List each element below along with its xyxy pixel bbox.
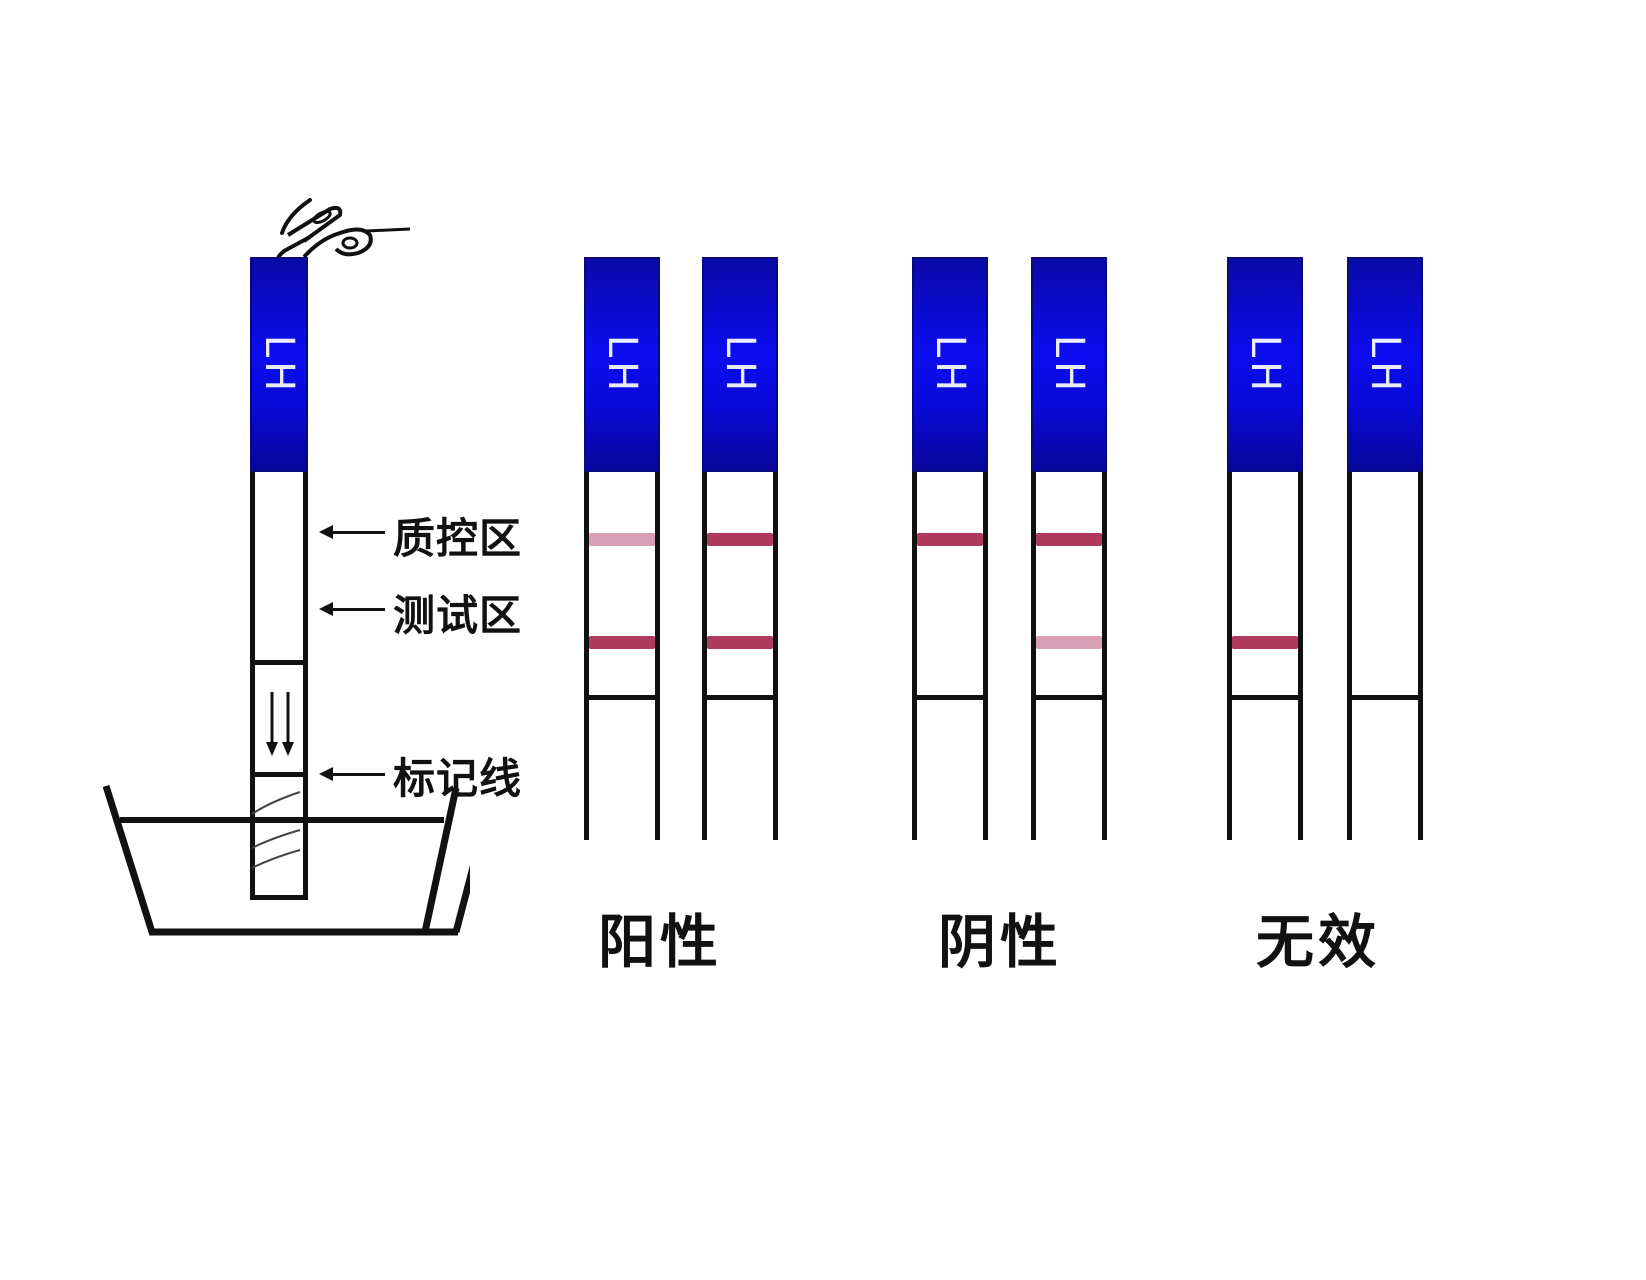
strip-cap: LH	[1347, 257, 1423, 472]
urine-cup-right-wall	[421, 787, 460, 933]
strip-body	[1031, 472, 1107, 840]
urine-cup-icon	[102, 784, 470, 936]
demo-strip-lh-text: LH	[256, 334, 302, 395]
strip-body	[702, 472, 778, 840]
strip-lh-text: LH	[1362, 334, 1408, 395]
control-band-strong	[707, 533, 773, 546]
demo-strip-body	[250, 472, 308, 900]
test-band-strong	[1232, 636, 1298, 649]
strip-marker-line	[1227, 695, 1303, 700]
strip-lh-text: LH	[717, 334, 763, 395]
strip-marker-line	[702, 695, 778, 700]
strip-cap: LH	[1031, 257, 1107, 472]
demo-strip-marker-line	[250, 772, 308, 777]
control-band-strong	[917, 533, 983, 546]
strip-marker-line	[1347, 695, 1423, 700]
control-band-faint	[589, 533, 655, 546]
strip-lh-text: LH	[1046, 334, 1092, 395]
strip-marker-line	[1031, 695, 1107, 700]
annotation-control-zone: 质控区	[393, 514, 523, 563]
arrow-test-zone	[319, 602, 385, 616]
strip-lh-text: LH	[1242, 334, 1288, 395]
annotation-marker-line: 标记线	[393, 754, 523, 803]
strip-marker-line	[584, 695, 660, 700]
test-band-faint	[1036, 636, 1102, 649]
demo-strip-cap: LH	[250, 257, 308, 472]
strip-lh-text: LH	[927, 334, 973, 395]
strip-cap: LH	[702, 257, 778, 472]
strip-marker-line	[912, 695, 988, 700]
demo-strip-absorbent-divider	[250, 660, 308, 665]
strip-cap: LH	[912, 257, 988, 472]
strip-body	[912, 472, 988, 840]
test-band-strong	[589, 636, 655, 649]
strip-body	[584, 472, 660, 840]
strip-body	[1347, 472, 1423, 840]
group-label-negative: 阴性	[938, 908, 1063, 976]
strip-body	[1227, 472, 1303, 840]
arrow-marker-line	[319, 767, 385, 781]
control-band-strong	[1036, 533, 1102, 546]
group-label-invalid: 无效	[1256, 908, 1381, 976]
annotation-test-zone: 测试区	[393, 591, 523, 640]
arrow-control-zone	[319, 525, 385, 539]
group-label-positive: 阳性	[598, 908, 723, 976]
flow-arrows-icon	[266, 692, 294, 756]
test-band-strong	[707, 636, 773, 649]
strip-lh-text: LH	[599, 334, 645, 395]
strip-cap: LH	[1227, 257, 1303, 472]
strip-cap: LH	[584, 257, 660, 472]
